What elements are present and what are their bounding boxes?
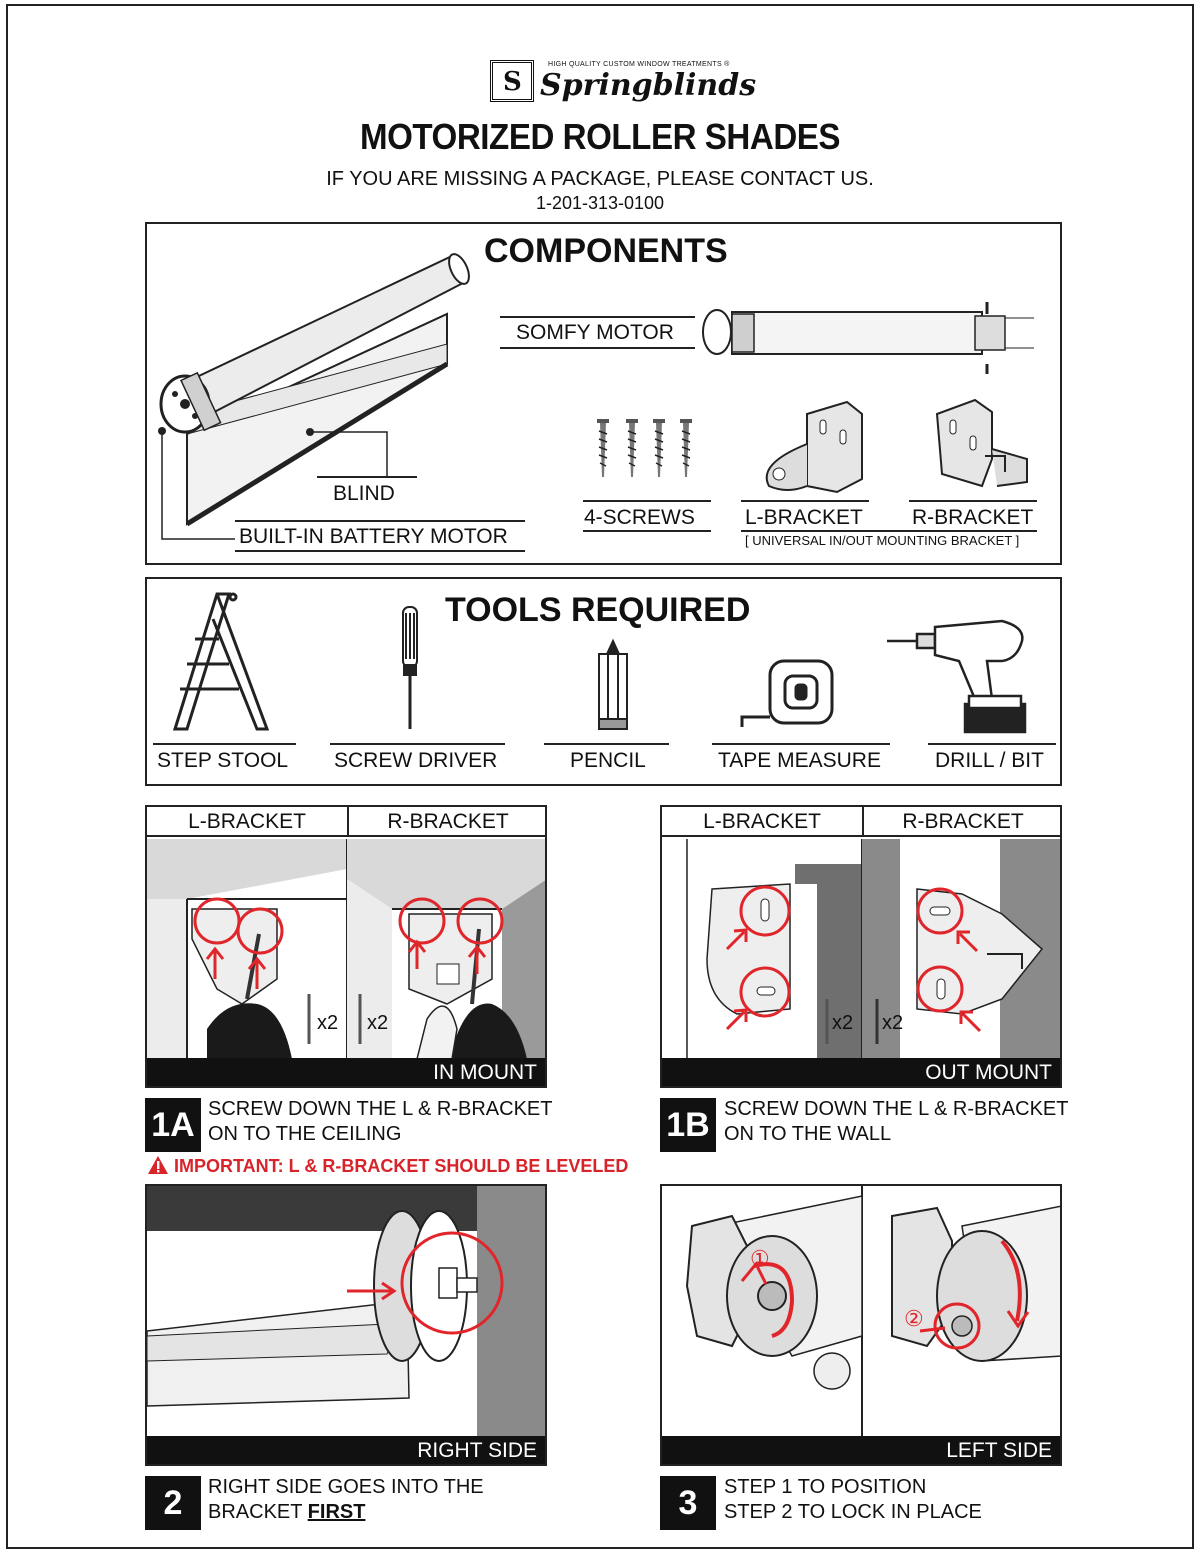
screwdriver-icon	[402, 606, 418, 729]
tool-screw-driver: SCREW DRIVER	[334, 749, 498, 772]
step-2-line1: RIGHT SIDE GOES INTO THE	[208, 1476, 484, 1498]
step-3-line2: STEP 2 TO LOCK IN PLACE	[724, 1501, 982, 1523]
warning-icon	[148, 1156, 168, 1174]
panel-head-l-bracket: L-BRACKET	[147, 807, 347, 837]
label-underline	[500, 347, 695, 349]
step-1b-line1: SCREW DOWN THE L & R-BRACKET	[724, 1098, 1069, 1120]
r-bracket-icon	[935, 398, 1028, 488]
drill-icon	[887, 619, 1027, 734]
panel-head-r-bracket: R-BRACKET	[347, 807, 545, 837]
out-mount-illustration	[662, 839, 1060, 1059]
pencil-icon	[598, 638, 628, 730]
label-underline	[317, 476, 417, 478]
page-title: MOTORIZED ROLLER SHADES	[359, 116, 841, 157]
brand-logo: S HIGH QUALITY CUSTOM WINDOW TREATMENTS …	[490, 58, 756, 106]
step-2-line2: BRACKET FIRST	[208, 1500, 484, 1525]
label-r-bracket: R-BRACKET	[912, 506, 1034, 529]
screw-qty-right: x2	[367, 1012, 389, 1034]
screw-qty-left: x2	[317, 1012, 339, 1034]
step-1a-text: SCREW DOWN THE L & R-BRACKET ON TO THE C…	[208, 1097, 552, 1147]
marker-step-2: ②	[904, 1306, 924, 1331]
step-1b-text: SCREW DOWN THE L & R-BRACKET ON TO THE W…	[724, 1097, 1068, 1147]
left-side-footer: LEFT SIDE	[662, 1436, 1060, 1464]
emphasis-first: FIRST	[307, 1501, 366, 1523]
label-blind: BLIND	[333, 482, 395, 505]
step-2-text: RIGHT SIDE GOES INTO THE BRACKET FIRST	[208, 1475, 484, 1525]
label-underline	[583, 530, 711, 532]
tool-drill-bit: DRILL / BIT	[935, 749, 1044, 772]
screw-qty-right: x2	[882, 1012, 904, 1034]
important-text: IMPORTANT: L & R-BRACKET SHOULD BE LEVEL…	[174, 1156, 629, 1176]
step-3-panel: ① ② LEFT SIDE	[660, 1184, 1062, 1466]
label-underline	[544, 743, 669, 745]
label-battery-motor: BUILT-IN BATTERY MOTOR	[239, 525, 508, 548]
label-screws: 4-SCREWS	[584, 506, 695, 529]
label-underline	[583, 500, 711, 502]
label-underline	[330, 743, 505, 745]
contact-line: IF YOU ARE MISSING A PACKAGE, PLEASE CON…	[326, 168, 874, 190]
tools-illustration	[172, 592, 1027, 734]
label-underline	[712, 743, 890, 745]
right-side-footer: RIGHT SIDE	[147, 1436, 545, 1464]
screw-qty-left: x2	[832, 1012, 854, 1034]
step-number-3: 3	[660, 1476, 716, 1530]
step-1b-line2: ON TO THE WALL	[724, 1123, 892, 1145]
components-box: COMPONENTS	[145, 222, 1062, 565]
label-underline	[741, 530, 1037, 532]
label-underline	[928, 743, 1056, 745]
panel-head-r-bracket: R-BRACKET	[862, 807, 1060, 837]
tools-title: TOOLS REQUIRED	[445, 591, 751, 629]
step-2-line2-prefix: BRACKET	[208, 1501, 308, 1523]
tool-step-stool: STEP STOOL	[157, 749, 289, 772]
label-underline	[909, 500, 1037, 502]
tools-box: TOOLS REQUIRED	[145, 577, 1062, 786]
page-border	[6, 4, 1194, 1549]
step-1a-line1: SCREW DOWN THE L & R-BRACKET	[208, 1098, 553, 1120]
l-bracket-icon	[765, 400, 863, 494]
step-3-line1: STEP 1 TO POSITION	[724, 1476, 927, 1498]
step-number-1a: 1A	[145, 1098, 201, 1152]
label-underline	[235, 520, 525, 522]
roller-shade-illustration	[158, 253, 1034, 540]
step-stool-icon	[172, 592, 270, 731]
tool-tape-measure: TAPE MEASURE	[718, 749, 881, 772]
tape-measure-icon	[740, 659, 834, 727]
out-mount-footer: OUT MOUNT	[662, 1058, 1060, 1086]
marker-step-1: ①	[750, 1246, 770, 1271]
step-2-panel: RIGHT SIDE	[145, 1184, 547, 1466]
screw-icon	[597, 419, 692, 477]
label-underline	[741, 500, 869, 502]
label-l-bracket: L-BRACKET	[745, 506, 863, 529]
logo-mark-icon: S	[490, 60, 534, 102]
in-mount-illustration	[147, 839, 545, 1059]
brand-tagline: HIGH QUALITY CUSTOM WINDOW TREATMENTS ®	[548, 61, 730, 68]
panel-head-l-bracket: L-BRACKET	[662, 807, 862, 837]
step-1a-line2: ON TO THE CEILING	[208, 1123, 402, 1145]
label-underline	[235, 550, 525, 552]
step-1a-panel: L-BRACKET R-BRACKET x2 x2 IN MOUNT	[145, 805, 547, 1088]
right-side-illustration	[147, 1186, 545, 1436]
step-1b-panel: L-BRACKET R-BRACKET x2 x2 OUT MOUNT	[660, 805, 1062, 1088]
components-title: COMPONENTS	[484, 232, 728, 270]
step-3-text: STEP 1 TO POSITION STEP 2 TO LOCK IN PLA…	[724, 1475, 982, 1525]
label-underline	[153, 743, 296, 745]
label-underline	[500, 316, 695, 318]
tool-pencil: PENCIL	[570, 749, 646, 772]
brand-name: Springblinds	[540, 68, 757, 103]
important-note: IMPORTANT: L & R-BRACKET SHOULD BE LEVEL…	[147, 1155, 628, 1177]
in-mount-footer: IN MOUNT	[147, 1058, 545, 1086]
label-somfy-motor: SOMFY MOTOR	[516, 321, 674, 344]
step-number-1b: 1B	[660, 1098, 716, 1152]
step-number-2: 2	[145, 1476, 201, 1530]
phone-number: 1-201-313-0100	[535, 193, 665, 213]
left-side-illustration	[662, 1186, 1060, 1436]
bracket-note: [ UNIVERSAL IN/OUT MOUNTING BRACKET ]	[745, 533, 1020, 548]
